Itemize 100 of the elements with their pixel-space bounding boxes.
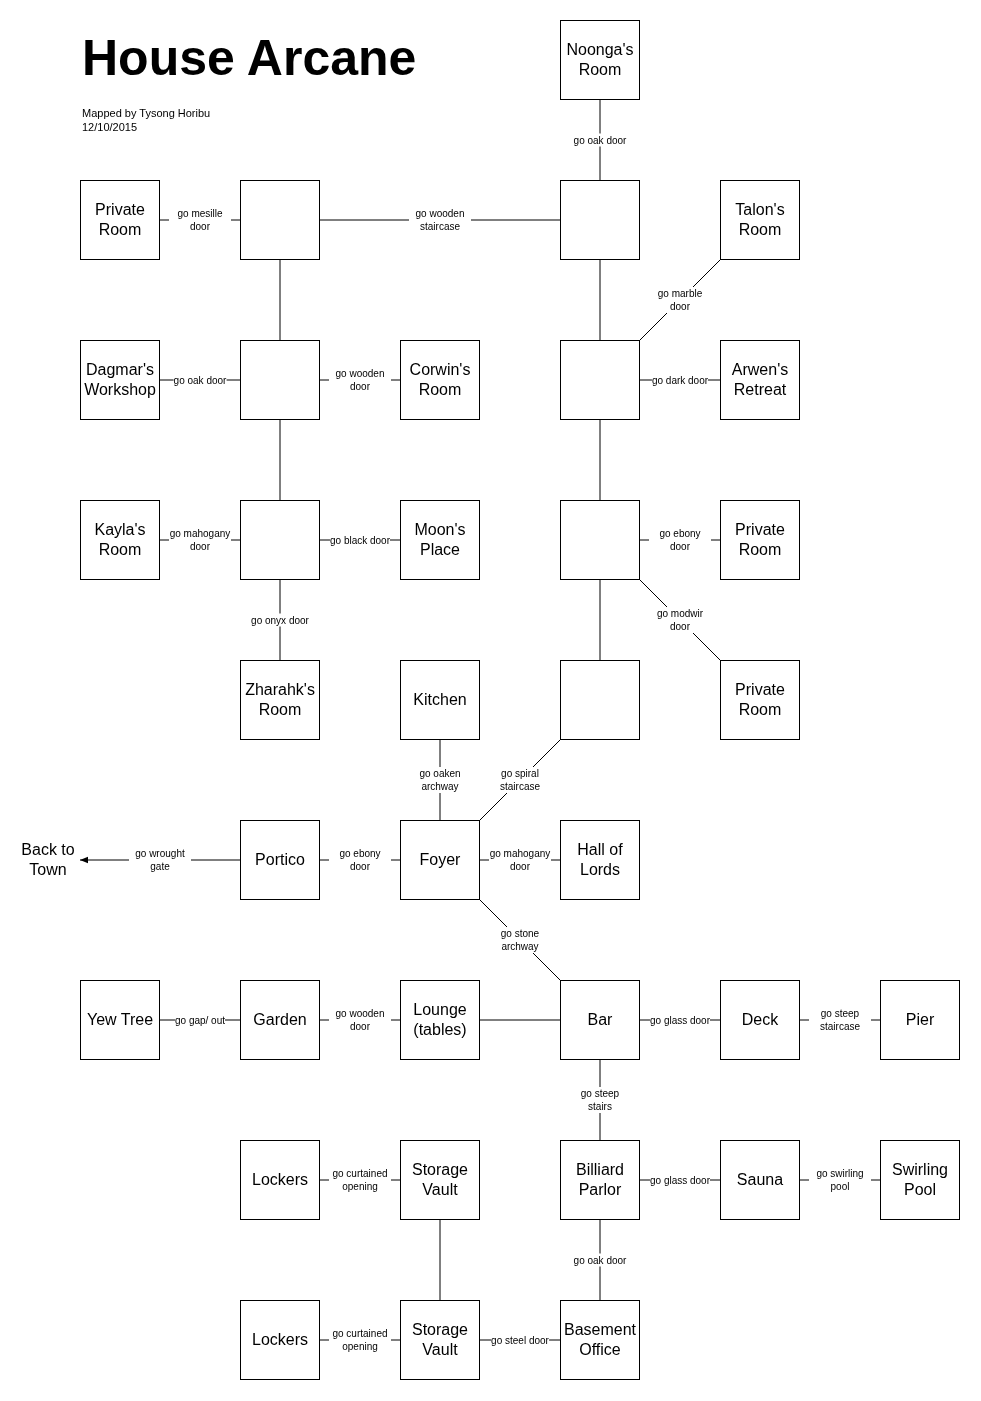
connector-line (599, 579, 601, 661)
room-box (240, 500, 320, 580)
edge-label: go gap/ out (175, 1013, 225, 1027)
room-box (240, 1140, 320, 1220)
edge-label: go wooden door (329, 367, 391, 393)
room-name: Pier (905, 1010, 935, 1030)
room-name: Private Room (94, 200, 146, 240)
edge-label: go onyx door (251, 613, 309, 627)
room-box (720, 1140, 800, 1220)
room-name: Corwin's Room (408, 360, 472, 400)
room-box (560, 340, 640, 420)
room-name: Moon's Place (413, 520, 467, 560)
room-box (400, 340, 480, 420)
room-name: Arwen's Retreat (730, 360, 790, 400)
connector-line (279, 259, 281, 341)
room-box (240, 660, 320, 740)
room-name: Storage Vault (410, 1160, 469, 1200)
room-box (80, 500, 160, 580)
room-name: Foyer (419, 850, 461, 870)
edge-label: go wooden staircase (409, 207, 471, 233)
room-name: Lounge (tables) (412, 1000, 468, 1040)
room-box (80, 180, 160, 260)
connector-line (279, 419, 281, 501)
room-name: Noonga's Room (565, 40, 635, 80)
room-name: Storage Vault (410, 1320, 469, 1360)
edge-label: go black door (330, 533, 390, 547)
room-name: Zharahk's Room (244, 680, 316, 720)
room-name: Talon's Room (734, 200, 786, 240)
room-name: Billiard Parlor (575, 1160, 625, 1200)
edge-label: go steel door (491, 1333, 549, 1347)
room-name: Garden (253, 1010, 307, 1030)
edge-label: go glass door (650, 1173, 710, 1187)
room-name: Swirling Pool (891, 1160, 949, 1200)
room-box (80, 340, 160, 420)
connector-line (439, 1219, 441, 1301)
edge-label: go ebony door (649, 527, 711, 553)
room-box (400, 980, 480, 1060)
room-box (720, 340, 800, 420)
room-box (720, 660, 800, 740)
room-box (560, 820, 640, 900)
room-box (400, 500, 480, 580)
room-name: Yew Tree (86, 1010, 154, 1030)
connector-line (599, 259, 601, 341)
room-box (560, 500, 640, 580)
room-name: Kitchen (413, 690, 467, 710)
room-box (80, 980, 160, 1060)
connector-line (599, 419, 601, 501)
room-name: Private Room (734, 680, 786, 720)
room-name: Lockers (252, 1330, 308, 1350)
edge-label: go dark door (651, 373, 709, 387)
room-box (560, 660, 640, 740)
room-name: Sauna (736, 1170, 784, 1190)
edge-label: go ebony door (329, 847, 391, 873)
room-box (400, 1300, 480, 1380)
room-box (880, 980, 960, 1060)
connector-line (599, 99, 601, 181)
room-box (400, 1140, 480, 1220)
edge-label: go oak door (573, 133, 627, 147)
exit-label: Back to Town (20, 840, 76, 880)
room-box (560, 1140, 640, 1220)
room-box (560, 1300, 640, 1380)
diagram-title: House Arcane (82, 29, 417, 88)
room-name: Lockers (252, 1170, 308, 1190)
room-box (400, 660, 480, 740)
author-note: Mapped by Tysong Horibu (82, 106, 211, 120)
room-box (560, 180, 640, 260)
room-box (560, 20, 640, 100)
edge-label: go mahogany door (169, 527, 231, 553)
room-box (720, 980, 800, 1060)
room-name: Deck (741, 1010, 779, 1030)
edge-label: go wooden door (329, 1007, 391, 1033)
connector-line (479, 1019, 561, 1021)
room-box (240, 980, 320, 1060)
edge-label: go glass door (650, 1013, 710, 1027)
room-name: Private Room (734, 520, 786, 560)
room-name: Basement Office (562, 1320, 637, 1360)
edge-label: go oak door (173, 373, 227, 387)
room-name: Hall of Lords (576, 840, 624, 880)
room-box (720, 500, 800, 580)
edge-label: go steep staircase (809, 1007, 871, 1033)
room-box (240, 820, 320, 900)
edge-label: go curtained opening (329, 1327, 391, 1353)
room-name: Portico (255, 850, 305, 870)
edge-label: go swirling pool (809, 1167, 871, 1193)
room-name: Bar (587, 1010, 613, 1030)
room-box (880, 1140, 960, 1220)
edge-label: go wrought gate (129, 847, 191, 873)
room-box (400, 820, 480, 900)
edge-label: go mesille door (169, 207, 231, 233)
room-box (720, 180, 800, 260)
room-box (240, 340, 320, 420)
edge-label: go curtained opening (329, 1167, 391, 1193)
edge-label: go oak door (573, 1253, 627, 1267)
date-text: 12/10/2015 (82, 120, 138, 134)
room-box (240, 180, 320, 260)
room-name: Dagmar's Workshop (83, 360, 157, 400)
edge-label: go mahogany door (489, 847, 551, 873)
room-box (240, 1300, 320, 1380)
connector-line (599, 1219, 601, 1301)
room-box (560, 980, 640, 1060)
